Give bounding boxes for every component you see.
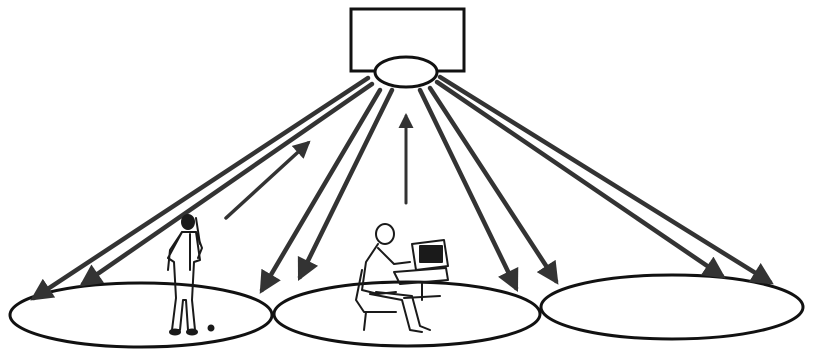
coverage-cell-right xyxy=(541,275,803,339)
downlink-arrows xyxy=(34,77,770,298)
downlink-arrow-7 xyxy=(437,82,722,276)
downlink-arrow-6 xyxy=(430,88,556,281)
coverage-cell-center xyxy=(274,282,540,346)
downlink-arrow-1 xyxy=(34,78,368,298)
coverage-cell-left xyxy=(10,283,272,347)
transmitter-lens xyxy=(375,57,437,87)
downlink-arrow-2 xyxy=(83,84,372,284)
